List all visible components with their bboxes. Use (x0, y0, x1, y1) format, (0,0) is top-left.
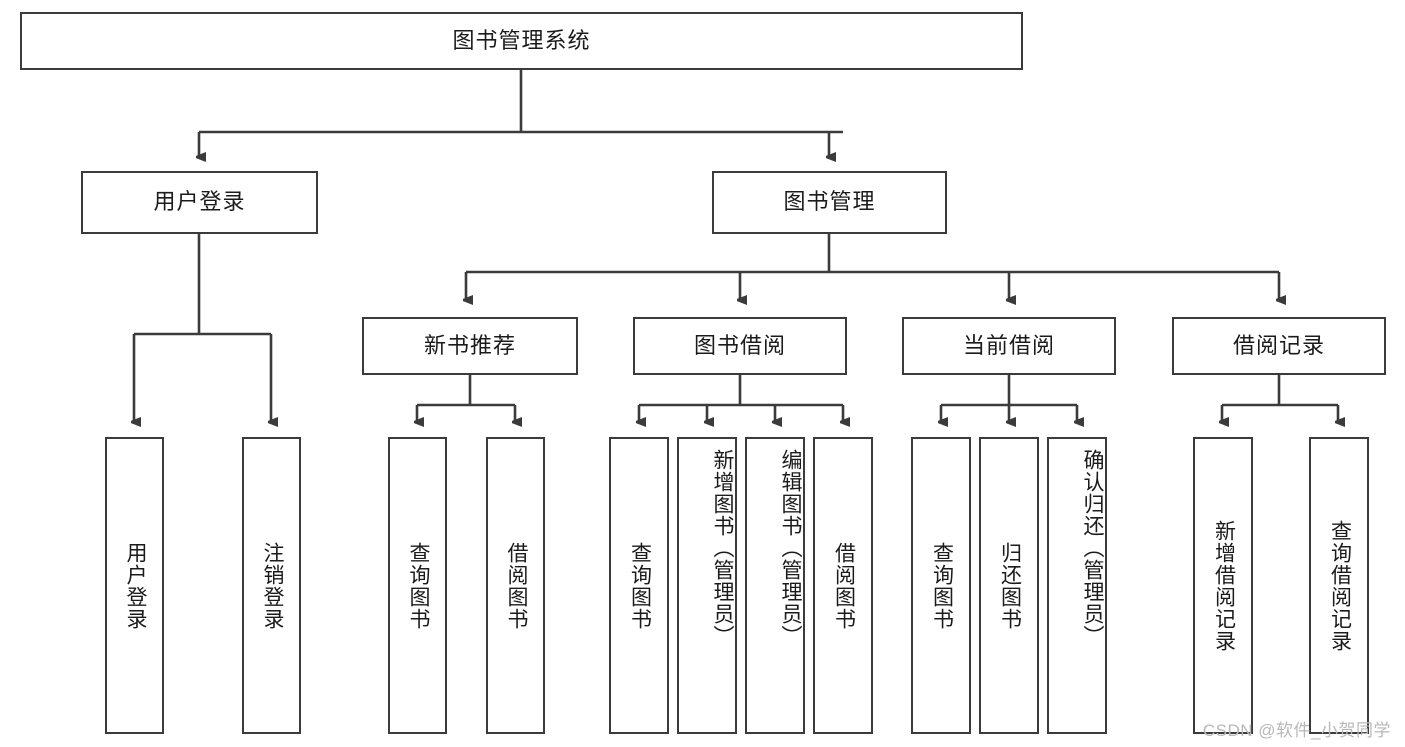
leaf-return-book[interactable]: 归还图书 (979, 437, 1039, 734)
leaf-add-borrow-record[interactable]: 新增借阅记录 (1193, 437, 1253, 734)
node-label: 归还图书 (998, 541, 1022, 630)
leaf-query-book-recommend[interactable]: 查询图书 (388, 437, 447, 734)
node-book-manage[interactable]: 图书管理 (712, 171, 947, 234)
leaf-add-book-admin[interactable]: 新增图书（管理员） (677, 437, 737, 734)
node-label: 查询借阅记录 (1328, 519, 1352, 652)
node-current-borrow[interactable]: 当前借阅 (902, 317, 1116, 375)
leaf-query-book-borrow[interactable]: 查询图书 (609, 437, 669, 734)
leaf-logout-login[interactable]: 注销登录 (242, 437, 301, 734)
leaf-borrow-book-recommend[interactable]: 借阅图书 (486, 437, 545, 734)
leaf-user-login[interactable]: 用户登录 (105, 437, 164, 734)
leaf-confirm-return-admin[interactable]: 确认归还（管理员） (1047, 437, 1107, 734)
node-label: 借阅图书 (504, 541, 528, 630)
node-label: 查询图书 (628, 541, 652, 630)
node-label: 图书借阅 (693, 332, 786, 358)
csdn-watermark: CSDN @软件_小贺同学 (1202, 721, 1391, 740)
leaf-query-book-current[interactable]: 查询图书 (911, 437, 971, 734)
leaf-query-borrow-record[interactable]: 查询借阅记录 (1309, 437, 1369, 734)
node-label: 用户登录 (123, 541, 147, 630)
node-label: 注销登录 (260, 541, 284, 630)
node-label: 借阅记录 (1232, 332, 1325, 358)
leaf-edit-book-admin[interactable]: 编辑图书（管理员） (745, 437, 805, 734)
node-root-book-management-system[interactable]: 图书管理系统 (20, 12, 1023, 70)
leaf-borrow-book[interactable]: 借阅图书 (813, 437, 873, 734)
node-label: 当前借阅 (962, 332, 1055, 358)
node-label: 新增借阅记录 (1212, 519, 1236, 652)
node-label: 图书管理 (783, 189, 876, 215)
node-label: 确认归还（管理员） (1081, 449, 1104, 647)
node-label: 新书推荐 (423, 332, 516, 358)
node-label: 图书管理系统 (452, 27, 591, 53)
node-borrow-record[interactable]: 借阅记录 (1172, 317, 1386, 375)
node-user-login[interactable]: 用户登录 (81, 171, 318, 234)
node-label: 新增图书（管理员） (711, 449, 734, 647)
node-book-borrow[interactable]: 图书借阅 (633, 317, 847, 375)
node-label: 借阅图书 (832, 541, 856, 630)
node-label: 查询图书 (406, 541, 430, 630)
node-new-book-recommend[interactable]: 新书推荐 (362, 317, 578, 375)
node-label: 查询图书 (930, 541, 954, 630)
node-label: 编辑图书（管理员） (779, 449, 802, 647)
node-label: 用户登录 (153, 189, 246, 215)
